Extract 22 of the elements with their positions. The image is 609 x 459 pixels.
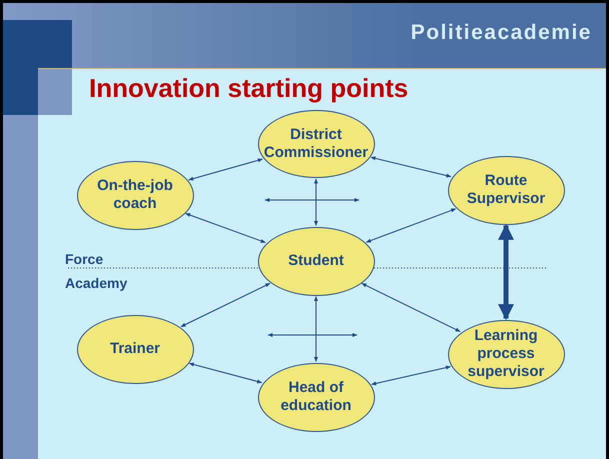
node-label: Trainer bbox=[110, 340, 160, 358]
arrow bbox=[370, 156, 452, 178]
node-label: Learning process supervisor bbox=[466, 327, 546, 381]
arrow bbox=[361, 282, 461, 332]
arrow bbox=[188, 362, 262, 384]
arrow bbox=[180, 282, 270, 328]
arrow bbox=[314, 296, 318, 362]
side-label: Academy bbox=[65, 275, 128, 291]
arrow bbox=[371, 366, 451, 386]
node-label: District Commissioner bbox=[262, 126, 370, 162]
arrow bbox=[185, 212, 266, 244]
node-label: Head of education bbox=[280, 379, 352, 415]
arrow bbox=[366, 208, 456, 243]
node-label: Student bbox=[288, 252, 344, 270]
arrow bbox=[314, 178, 318, 226]
arrow bbox=[498, 224, 514, 320]
side-label: Force bbox=[65, 251, 104, 267]
arrow bbox=[188, 158, 263, 181]
node-label: On-the-job coach bbox=[96, 177, 174, 213]
header-text: Politieacademie bbox=[410, 21, 592, 45]
node-label: Route Supervisor bbox=[466, 172, 546, 208]
slide-title: Innovation starting points bbox=[89, 73, 408, 104]
